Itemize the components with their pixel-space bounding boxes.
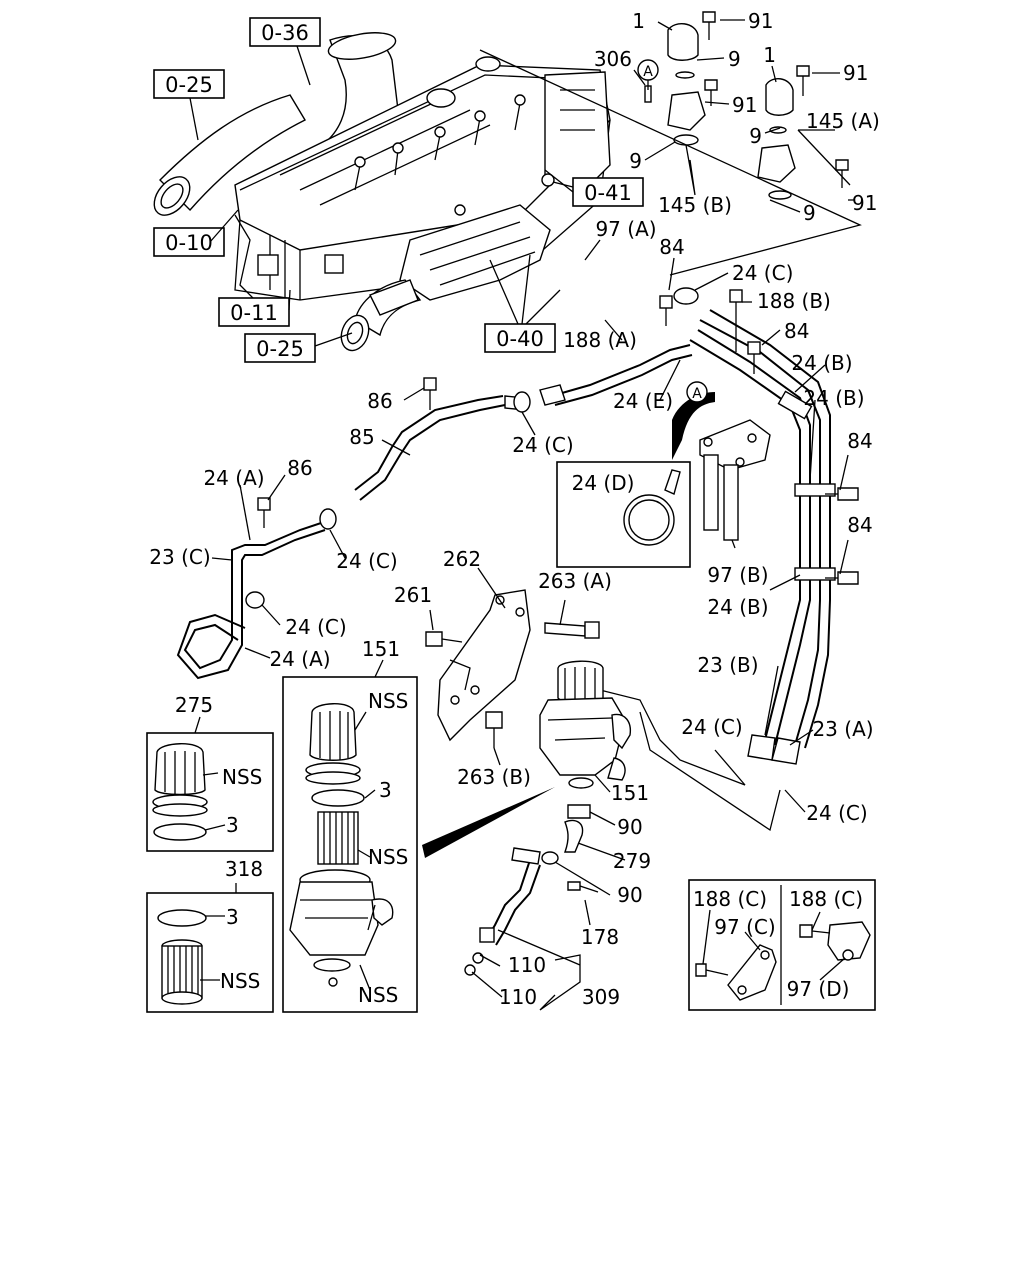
label-24a-loop: 24 (A) xyxy=(269,647,330,671)
part-labels: 1 91 306 9 91 1 91 145 (A) 9 9 91 145 (B… xyxy=(149,9,880,1009)
label-306: 306 xyxy=(594,47,632,71)
label-275: 275 xyxy=(175,693,213,717)
label-23c: 23 (C) xyxy=(149,545,210,569)
label-188b: 188 (B) xyxy=(757,289,831,313)
label-3-318: 3 xyxy=(226,905,239,929)
bracket-inset-97c-97d xyxy=(688,879,876,1011)
label-91-mid: 91 xyxy=(732,93,757,117)
label-3-275: 3 xyxy=(226,813,239,837)
label-91-top: 91 xyxy=(748,9,773,33)
label-97b: 97 (B) xyxy=(707,563,768,587)
label-263a: 263 (A) xyxy=(538,569,612,593)
label-91-right: 91 xyxy=(843,61,868,85)
filter-inset-151 xyxy=(282,676,418,1013)
label-nss-housing: NSS xyxy=(358,983,398,1007)
label-23a: 23 (A) xyxy=(812,717,873,741)
leader-lines xyxy=(194,19,855,1011)
label-151-pump: 151 xyxy=(611,781,649,805)
filter-inset-275 xyxy=(146,732,274,852)
label-309: 309 xyxy=(582,985,620,1009)
label-188c-left: 188 (C) xyxy=(693,887,767,911)
label-261: 261 xyxy=(394,583,432,607)
label-110-lower: 110 xyxy=(499,985,537,1009)
label-178: 178 xyxy=(581,925,619,949)
callout-a-upper-label: A xyxy=(643,64,653,80)
label-86-top: 86 xyxy=(367,389,392,413)
label-151-top: 151 xyxy=(362,637,400,661)
label-263b: 263 (B) xyxy=(457,765,531,789)
label-84-a: 84 xyxy=(659,235,684,259)
label-nss-151-cap: NSS xyxy=(368,689,408,713)
label-318: 318 xyxy=(225,857,263,881)
engine-reference-codes: 0-36 0-25 0-10 0-11 0-25 0-41 0-40 xyxy=(153,17,644,363)
label-nss-275: NSS xyxy=(222,765,262,789)
label-262: 262 xyxy=(443,547,481,571)
drain-hoses xyxy=(464,804,599,976)
label-24c-mid: 24 (C) xyxy=(512,433,573,457)
label-84-c: 84 xyxy=(847,429,872,453)
label-23b: 23 (B) xyxy=(697,653,758,677)
label-188c-right: 188 (C) xyxy=(789,887,863,911)
label-nss-filter: NSS xyxy=(368,845,408,869)
callout-markers: A A xyxy=(637,59,708,403)
label-85: 85 xyxy=(349,425,374,449)
ref-code-0-40: 0-40 xyxy=(496,327,544,351)
label-97a: 97 (A) xyxy=(595,217,656,241)
label-9-left: 9 xyxy=(629,149,642,173)
label-86-left: 86 xyxy=(287,456,312,480)
label-24c-left: 24 (C) xyxy=(336,549,397,573)
label-24a-top: 24 (A) xyxy=(203,466,264,490)
callout-a-lower-label: A xyxy=(692,386,702,402)
label-3-151: 3 xyxy=(379,778,392,802)
thermostat-housings xyxy=(479,11,862,276)
label-24c-upper: 24 (C) xyxy=(732,261,793,285)
clamp-24d-inset xyxy=(556,461,691,568)
label-145b: 145 (B) xyxy=(658,193,732,217)
label-24c-right-a: 24 (C) xyxy=(681,715,742,739)
label-91-bottom: 91 xyxy=(852,191,877,215)
label-nss-318: NSS xyxy=(220,969,260,993)
label-9-right: 9 xyxy=(749,124,762,148)
coolant-pipes xyxy=(176,287,859,832)
label-1-right: 1 xyxy=(763,43,776,67)
label-24b-low: 24 (B) xyxy=(707,595,768,619)
label-24c-loop: 24 (C) xyxy=(285,615,346,639)
pump-bracket-262 xyxy=(425,589,600,748)
ref-code-0-36: 0-36 xyxy=(261,21,309,45)
ref-code-0-10: 0-10 xyxy=(165,231,213,255)
label-24e: 24 (E) xyxy=(613,389,673,413)
filter-inset-318 xyxy=(146,892,274,1013)
ref-code-0-11: 0-11 xyxy=(230,301,278,325)
callout-a-lower xyxy=(686,381,708,403)
label-24b-top: 24 (B) xyxy=(791,351,852,375)
oil-pump-151 xyxy=(422,660,632,858)
label-84-d: 84 xyxy=(847,513,872,537)
label-97c: 97 (C) xyxy=(714,915,775,939)
label-279: 279 xyxy=(613,849,651,873)
label-9-bottom: 9 xyxy=(803,201,816,225)
label-9-top: 9 xyxy=(728,47,741,71)
label-1-left: 1 xyxy=(632,9,645,33)
ref-code-0-41: 0-41 xyxy=(584,181,632,205)
label-84-b: 84 xyxy=(784,319,809,343)
ref-code-0-25-lower: 0-25 xyxy=(256,337,304,361)
label-188a: 188 (A) xyxy=(563,328,637,352)
ref-code-0-25-upper: 0-25 xyxy=(165,73,213,97)
label-145a: 145 (A) xyxy=(806,109,880,133)
engine-assembly xyxy=(153,32,611,352)
label-24c-right-b: 24 (C) xyxy=(806,801,867,825)
label-90-lower: 90 xyxy=(617,883,642,907)
label-90-upper: 90 xyxy=(617,815,642,839)
label-24d: 24 (D) xyxy=(572,471,635,495)
label-110-upper: 110 xyxy=(508,953,546,977)
label-97d: 97 (D) xyxy=(787,977,850,1001)
label-24b-mid: 24 (B) xyxy=(803,386,864,410)
